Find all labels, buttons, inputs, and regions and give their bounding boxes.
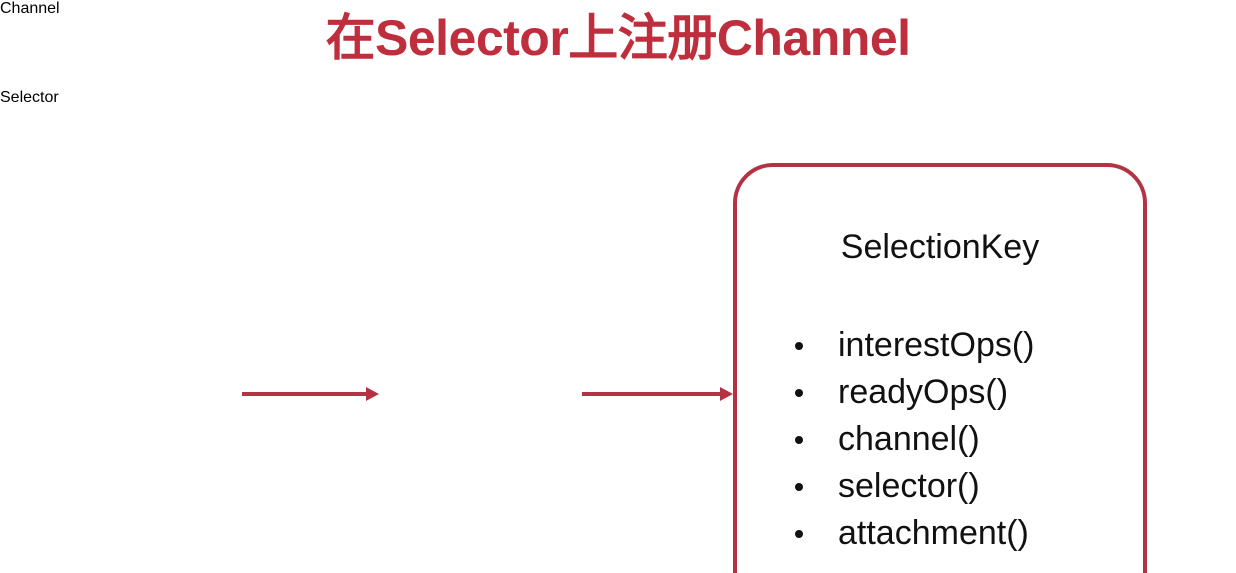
list-item: interestOps() <box>791 322 1035 369</box>
bullet-dot-icon <box>795 389 803 397</box>
bullet-dot-icon <box>795 483 803 491</box>
node-box-channel-label: Channel <box>0 0 60 17</box>
list-item-label: readyOps() <box>838 373 1009 411</box>
list-item: readyOps() <box>791 369 1035 416</box>
list-item: selector() <box>791 463 1035 510</box>
node-box-selector[interactable]: Selector <box>0 89 203 178</box>
list-item: channel() <box>791 416 1035 463</box>
selectionkey-card[interactable]: SelectionKey interestOps() readyOps() ch… <box>733 163 1147 573</box>
arrow-channel-to-selector-icon <box>242 382 380 406</box>
arrow-shaft <box>582 392 722 396</box>
list-item-label: interestOps() <box>838 326 1035 364</box>
node-box-channel[interactable]: Channel <box>0 0 202 89</box>
selectionkey-method-list: interestOps() readyOps() channel() selec… <box>791 322 1035 557</box>
arrow-head <box>720 387 733 401</box>
list-item-label: channel() <box>838 420 980 458</box>
node-box-selector-label: Selector <box>0 89 59 106</box>
list-item-label: attachment() <box>838 514 1029 552</box>
arrow-head <box>366 387 379 401</box>
selectionkey-heading: SelectionKey <box>840 228 1040 266</box>
bullet-dot-icon <box>795 530 803 538</box>
bullet-dot-icon <box>795 436 803 444</box>
page-title: 在Selector上注册Channel <box>325 10 911 66</box>
arrow-selector-to-selectionkey-icon <box>582 382 734 406</box>
bullet-dot-icon <box>795 342 803 350</box>
list-item: attachment() <box>791 510 1035 557</box>
list-item-label: selector() <box>838 467 980 505</box>
arrow-shaft <box>242 392 368 396</box>
